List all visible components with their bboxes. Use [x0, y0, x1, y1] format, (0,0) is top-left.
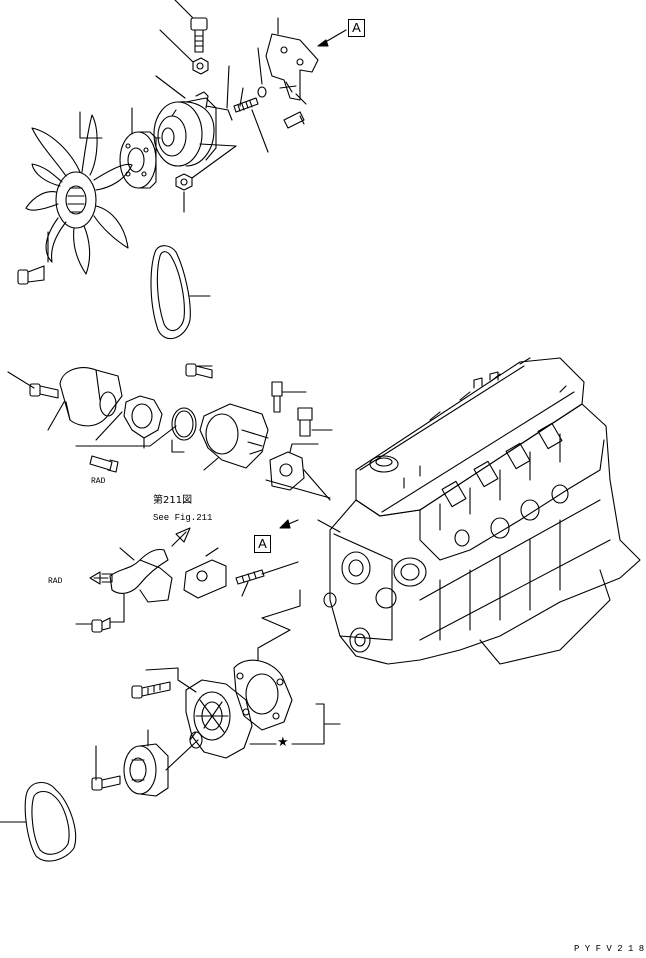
- rad-label-lower: RAD: [48, 577, 63, 586]
- leader-line: [262, 562, 298, 574]
- bolt: [30, 384, 58, 398]
- top-bolt: [191, 18, 207, 52]
- v-belt-bottom: [25, 783, 75, 862]
- pipe-gasket: [184, 560, 226, 598]
- leader-line: [296, 94, 306, 104]
- nut: [193, 58, 208, 74]
- stud-bolt: [234, 87, 266, 112]
- thermostat-housing: [124, 396, 162, 438]
- leader-line: [166, 740, 198, 770]
- pump-gasket: [234, 660, 292, 730]
- leader-line: [156, 76, 185, 98]
- pump-pulley: [124, 744, 168, 796]
- leader-line: [200, 144, 236, 146]
- leader-line: [146, 668, 178, 670]
- v-belt-top: [151, 246, 190, 339]
- temperature-switch: [298, 408, 312, 436]
- bolt: [90, 456, 118, 472]
- leader-line: [240, 88, 243, 106]
- stud-bolt: [236, 570, 264, 584]
- fan-bolt: [18, 266, 44, 284]
- fan-bracket: [266, 34, 318, 100]
- figure-code: P Y F V 2 1 8: [574, 944, 645, 954]
- leader-line: [206, 548, 218, 556]
- leader-line: [96, 412, 122, 440]
- arrow-head: [176, 528, 190, 542]
- leader-line: [318, 520, 340, 532]
- rad-arrow: [90, 572, 108, 584]
- rad-label-upper: RAD: [91, 477, 106, 486]
- leader-line: [48, 402, 64, 430]
- callout-a-mid: A: [254, 535, 271, 553]
- bracket-bolt: [284, 112, 304, 128]
- star-mark: ★: [277, 735, 289, 750]
- leader-line: [304, 470, 330, 500]
- callout-a-top: A: [348, 19, 365, 37]
- see-fig-label-jp: 第211図: [153, 495, 193, 506]
- leader-line: [204, 458, 218, 470]
- water-pipe: [110, 549, 172, 602]
- cooling-fan: [26, 115, 132, 274]
- bolt: [92, 776, 120, 790]
- fan-spacer: [120, 132, 156, 188]
- nut: [176, 174, 192, 190]
- fan-pulley-hub: [154, 92, 232, 166]
- leader-line: [80, 112, 102, 138]
- leader-line: [160, 30, 193, 62]
- thermostat-gasket: [172, 408, 196, 440]
- leader-line: [252, 110, 268, 152]
- rad-arrow-shaft: [102, 574, 112, 582]
- leader-line: [172, 440, 184, 452]
- bolt: [92, 618, 110, 632]
- see-fig-label-en: See Fig.211: [153, 513, 213, 523]
- leader-line: [258, 590, 300, 660]
- outlet-gasket: [270, 452, 304, 490]
- leader-line: [227, 66, 229, 108]
- engine-block: [324, 358, 640, 664]
- leader-line: [175, 0, 193, 18]
- water-outlet: [60, 368, 122, 426]
- see-fig-arrow: [172, 532, 186, 546]
- leader-line: [258, 48, 262, 84]
- water-pump: [186, 680, 252, 758]
- arrow-head: [280, 520, 290, 528]
- leader-line: [192, 146, 236, 178]
- leader-line: [76, 426, 176, 446]
- leader-line: [8, 372, 34, 388]
- temperature-sender: [272, 382, 282, 412]
- leader-line: [76, 594, 124, 624]
- bolt: [132, 682, 170, 698]
- leader-line: [266, 480, 330, 498]
- leader-line: [290, 444, 318, 452]
- leader-line: [242, 582, 248, 596]
- leader-line: [120, 548, 134, 560]
- arrow-head: [318, 40, 328, 46]
- thermostat-case: [200, 404, 268, 468]
- leader-line: [178, 668, 196, 692]
- bolt: [186, 364, 212, 378]
- bracket-line: [292, 704, 324, 744]
